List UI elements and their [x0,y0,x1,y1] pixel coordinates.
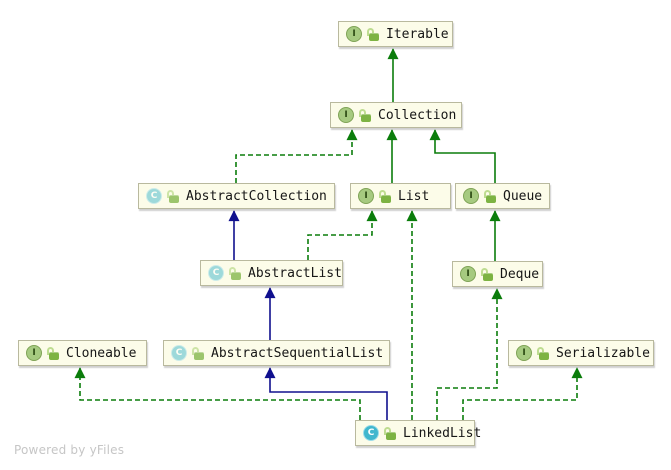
abstract-class-icon: C [146,188,162,204]
open-lock-icon [484,189,496,203]
node-Serializable[interactable]: I Serializable [508,340,654,366]
node-label: Cloneable [66,345,137,361]
interface-icon: I [26,345,42,361]
abstract-class-icon: C [208,265,224,281]
node-Queue[interactable]: I Queue [455,183,550,209]
open-lock-icon [481,267,493,281]
edge-LinkedList-implements-Cloneable [74,367,361,420]
open-lock-icon [367,27,379,41]
node-label: Iterable [386,26,449,42]
node-AbstractCollection[interactable]: C AbstractCollection [138,183,335,209]
edge-LinkedList-implements-Serializable [462,367,583,420]
node-label: Queue [503,188,543,204]
node-label: Deque [500,266,540,282]
open-lock-icon [167,189,179,203]
interface-icon: I [338,107,354,123]
node-Iterable[interactable]: I Iterable [338,21,453,47]
edge-AbstractCollection-implements-Collection [235,129,358,183]
abstract-class-icon: C [171,345,187,361]
node-List[interactable]: I List [350,183,451,209]
node-label: AbstractSequentialList [211,345,384,361]
open-lock-icon [192,346,204,360]
interface-icon: I [346,26,362,42]
interface-icon: I [463,188,479,204]
interface-icon: I [358,188,374,204]
edge-Queue-extends-Collection [429,129,496,183]
node-label: List [398,188,430,204]
edge-LinkedList-implements-Deque [436,288,503,420]
open-lock-icon [229,266,241,280]
powered-by-yfiles-label: Powered by yFiles [14,443,125,457]
open-lock-icon [47,346,59,360]
edge-AbstractList-implements-List [307,210,378,260]
node-label: AbstractCollection [186,188,327,204]
node-Deque[interactable]: I Deque [452,261,543,287]
open-lock-icon [379,189,391,203]
open-lock-icon [384,426,396,440]
interface-icon: I [460,266,476,282]
edge-LinkedList-extends-AbstractSequentialList [264,367,388,420]
node-Collection[interactable]: I Collection [330,102,462,128]
node-Cloneable[interactable]: I Cloneable [18,340,147,366]
open-lock-icon [537,346,549,360]
node-label: LinkedList [403,425,482,441]
node-AbstractList[interactable]: C AbstractList [200,260,343,286]
node-LinkedList[interactable]: C LinkedList [355,420,481,446]
node-label: Serializable [556,345,650,361]
interface-icon: I [516,345,532,361]
node-AbstractSequentialList[interactable]: C AbstractSequentialList [163,340,390,366]
open-lock-icon [359,108,371,122]
node-label: AbstractList [248,265,342,281]
class-icon: C [363,425,379,441]
node-label: Collection [378,107,457,123]
